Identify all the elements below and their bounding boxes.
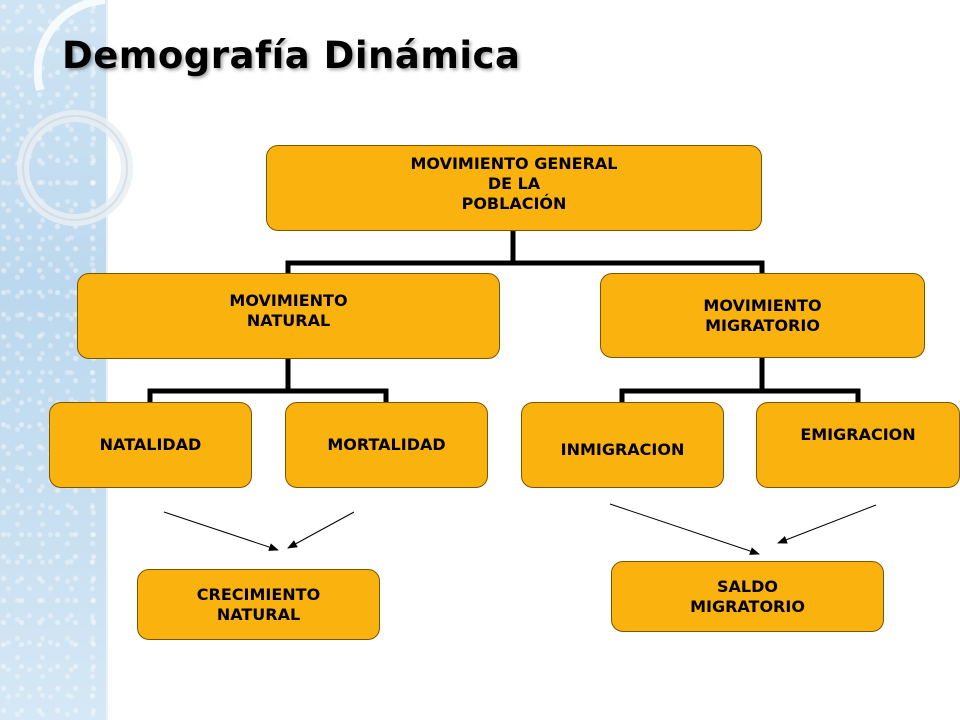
node-emigracion: EMIGRACION [756,402,960,488]
node-crecimiento-natural: CRECIMIENTO NATURAL [137,569,380,640]
node-movimiento-general: MOVIMIENTO GENERAL DE LA POBLACIÓN [266,145,762,231]
decorative-rings [17,0,133,226]
node-mortalidad: MORTALIDAD [285,402,488,488]
node-movimiento-natural: MOVIMIENTO NATURAL [77,273,500,359]
node-natalidad: NATALIDAD [49,402,252,488]
node-inmigracion: INMIGRACION [521,402,724,488]
arrow-inmigracion-to-saldo [609,503,760,555]
ring-arc-top [33,0,106,92]
node-saldo-migratorio: SALDO MIGRATORIO [611,561,884,632]
arrow-natalidad-to-crecimiento [163,511,279,551]
node-movimiento-migratorio: MOVIMIENTO MIGRATORIO [600,273,925,358]
arrow-emigracion-to-saldo [777,504,877,544]
ring-circle-outline [22,115,128,221]
slide-title: Demografía Dinámica [62,34,521,77]
arrow-mortalidad-to-crecimiento [287,511,355,549]
